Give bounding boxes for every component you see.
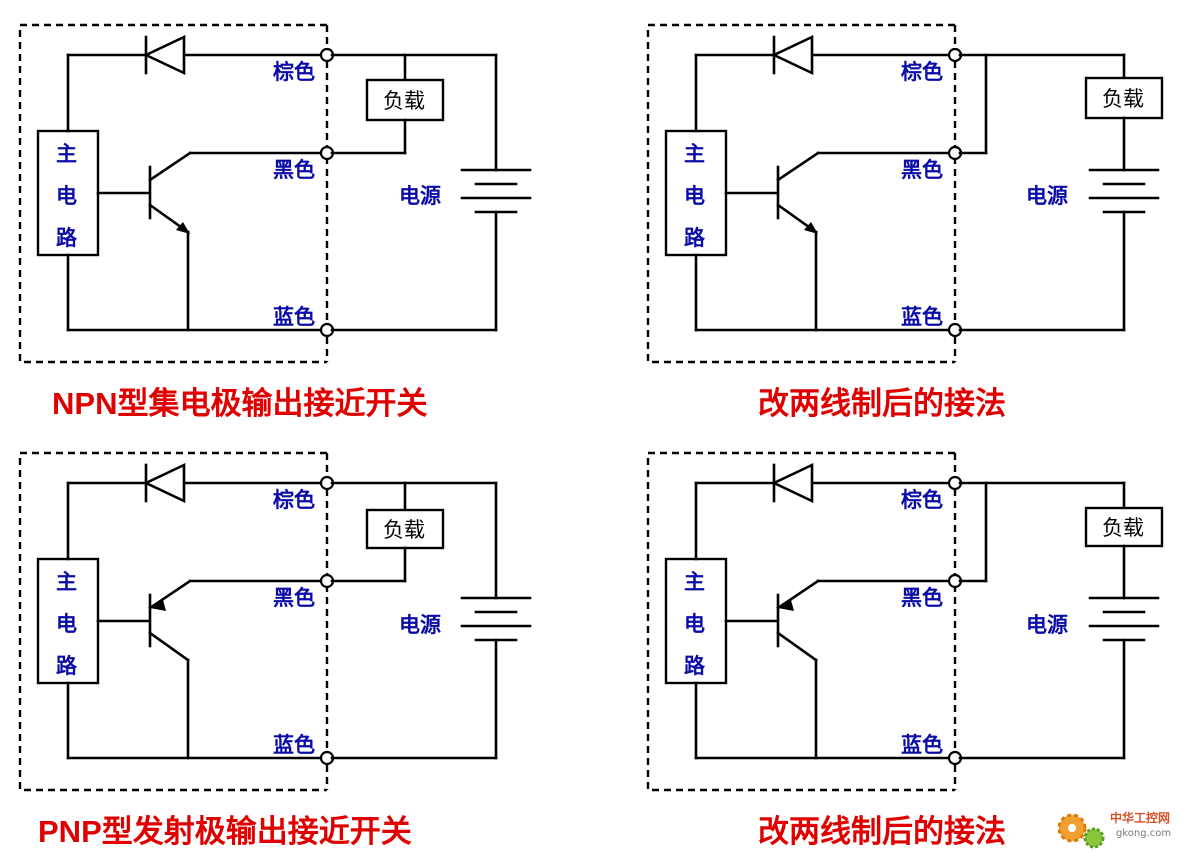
power-label: 电源 — [399, 183, 441, 208]
wire-label-black: 黑色 — [273, 585, 315, 610]
power-label: 电源 — [1026, 183, 1068, 208]
main-circuit-label-2: 电 — [56, 183, 77, 208]
wire-label-blue: 蓝色 — [901, 732, 943, 757]
wire-label-blue: 蓝色 — [273, 732, 315, 757]
main-circuit-label-1: 主 — [56, 141, 77, 166]
load-label: 负载 — [1102, 87, 1144, 111]
panel-pnp-labels: 棕色 黑色 蓝色 主 电 路 负载 电源 PNP型发射极输出接近开关 — [38, 487, 441, 850]
panel-npn-2wire-labels: 棕色 黑色 蓝色 主 电 路 负载 电源 改两线制后的接法 — [684, 59, 1144, 422]
wire-label-brown: 棕色 — [901, 59, 943, 84]
panel-pnp-2wire-labels: 棕色 黑色 蓝色 主 电 路 负载 电源 改两线制后的接法 — [684, 487, 1144, 850]
panel-npn — [18, 23, 532, 364]
main-circuit-label-1: 主 — [684, 141, 705, 166]
wire-label-brown: 棕色 — [901, 487, 943, 512]
watermark-name: 中华工控网 — [1110, 810, 1170, 825]
main-circuit-label-1: 主 — [56, 569, 77, 594]
caption-pnp: PNP型发射极输出接近开关 — [38, 814, 412, 850]
wire-label-blue: 蓝色 — [901, 304, 943, 329]
watermark-url: gkong.com — [1116, 828, 1171, 839]
load-label: 负载 — [383, 518, 425, 542]
main-circuit-label-3: 路 — [56, 653, 78, 678]
wire-label-black: 黑色 — [901, 585, 943, 610]
main-circuit-label-2: 电 — [684, 611, 705, 636]
main-circuit-label-3: 路 — [684, 225, 706, 250]
main-circuit-label-1: 主 — [684, 569, 705, 594]
power-label: 电源 — [399, 612, 441, 637]
power-label: 电源 — [1026, 612, 1068, 637]
panel-npn-2wire — [646, 23, 1164, 364]
caption-pnp-2wire: 改两线制后的接法 — [758, 814, 1006, 850]
main-circuit-label-2: 电 — [56, 611, 77, 636]
gear-icon-small — [1083, 827, 1105, 849]
main-circuit-label-3: 路 — [56, 225, 78, 250]
load-label: 负载 — [1102, 516, 1144, 540]
caption-npn: NPN型集电极输出接近开关 — [52, 386, 427, 422]
wire-label-blue: 蓝色 — [273, 304, 315, 329]
caption-npn-2wire: 改两线制后的接法 — [758, 386, 1006, 422]
wire-label-black: 黑色 — [273, 157, 315, 182]
wire-label-brown: 棕色 — [273, 59, 315, 84]
main-circuit-label-3: 路 — [684, 653, 706, 678]
panel-npn-labels: 棕色 黑色 蓝色 主 电 路 负载 电源 NPN型集电极输出接近开关 — [52, 59, 441, 422]
wire-label-brown: 棕色 — [273, 487, 315, 512]
main-circuit-label-2: 电 — [684, 183, 705, 208]
panel-pnp-2wire — [646, 451, 1164, 792]
panel-pnp — [18, 451, 532, 792]
watermark: 中华工控网 gkong.com — [1057, 810, 1171, 849]
load-label: 负载 — [383, 89, 425, 113]
wire-label-black: 黑色 — [901, 157, 943, 182]
